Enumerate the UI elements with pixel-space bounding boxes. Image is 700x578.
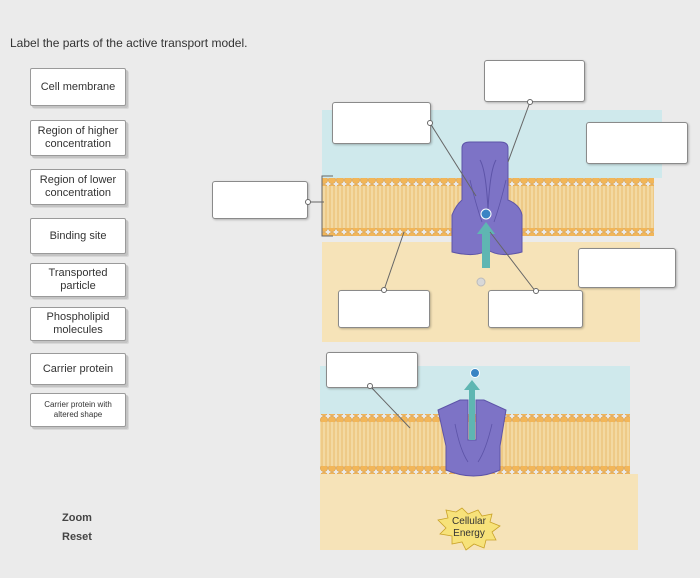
reset-button[interactable]: Reset [62,531,92,543]
drop-target-4[interactable] [212,181,308,219]
connector-dot [305,199,311,205]
label-transported-particle[interactable]: Transported particle [30,263,126,297]
instruction-text: Label the parts of the active transport … [10,36,248,50]
label-carrier-protein-altered[interactable]: Carrier protein with altered shape [30,393,126,427]
drop-target-2[interactable] [332,102,431,144]
label-region-higher-concentration[interactable]: Region of higher concentration [30,120,126,156]
label-cell-membrane[interactable]: Cell membrane [30,68,126,106]
binding-particle [480,208,492,220]
label-binding-site[interactable]: Binding site [30,218,126,254]
connector-dot [367,383,373,389]
label-carrier-protein[interactable]: Carrier protein [30,353,126,385]
up-arrow-bottom [464,380,480,440]
label-region-lower-concentration[interactable]: Region of lower concentration [30,169,126,205]
drop-target-8[interactable] [326,352,418,388]
drop-target-5[interactable] [578,248,676,288]
leader-lines [308,101,537,429]
zoom-button[interactable]: Zoom [62,512,92,524]
energy-label-line1: Cellular [452,516,487,527]
connector-dot [381,287,387,293]
drop-target-3[interactable] [586,122,688,164]
released-particle [470,368,480,378]
connector-dot [527,99,533,105]
cellular-energy-burst: Cellular Energy [437,507,501,551]
energy-label-line2: Energy [453,528,485,539]
label-phospholipid-molecules[interactable]: Phospholipid molecules [30,307,126,341]
drop-target-7[interactable] [488,290,583,328]
carrier-protein-top [451,141,523,256]
connector-dot [533,288,539,294]
connector-dot [427,120,433,126]
drop-target-1[interactable] [484,60,585,102]
drop-target-6[interactable] [338,290,430,328]
lower-particle [476,277,486,287]
up-arrow-top [477,222,495,268]
membrane-bracket [321,175,333,237]
